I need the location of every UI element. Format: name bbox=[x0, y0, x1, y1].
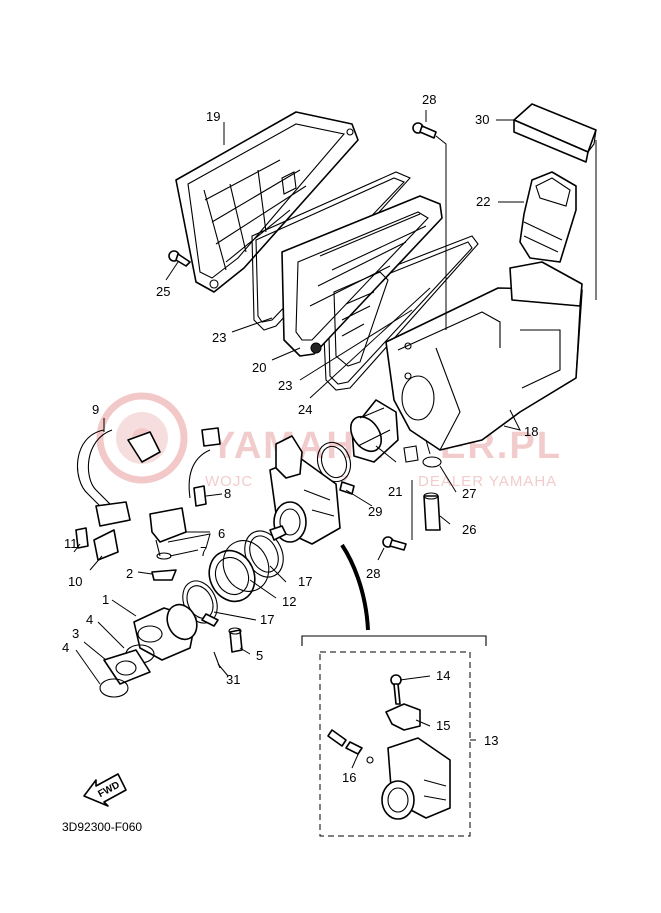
part-22-intake-duct bbox=[519, 171, 577, 263]
callout-13: 13 bbox=[484, 733, 498, 748]
part-14-screw bbox=[390, 674, 402, 705]
callout-30: 30 bbox=[475, 112, 489, 127]
part-15-sensor bbox=[385, 703, 421, 731]
part-23-gasket-rear bbox=[321, 235, 479, 391]
callout-14: 14 bbox=[436, 668, 450, 683]
callout-15: 15 bbox=[436, 718, 450, 733]
part-12-intake-joint bbox=[208, 540, 270, 603]
part-27-clip bbox=[422, 456, 442, 468]
callout-2: 2 bbox=[126, 566, 133, 581]
part-26-drain-plug bbox=[423, 492, 441, 531]
part-20-air-filter-element bbox=[281, 195, 443, 357]
callout-20: 20 bbox=[252, 360, 266, 375]
callout-24: 24 bbox=[298, 402, 312, 417]
callout-31: 31 bbox=[226, 672, 240, 687]
callout-11: 11 bbox=[64, 536, 78, 551]
part-30-cap bbox=[513, 103, 597, 163]
callout-29: 29 bbox=[368, 504, 382, 519]
part-7-clip bbox=[156, 552, 172, 560]
callout-12: 12 bbox=[282, 594, 296, 609]
callout-labels: 19 28 30 22 25 23 20 23 24 18 21 27 29 2… bbox=[62, 92, 538, 834]
part-17-clamp-upper bbox=[244, 525, 287, 578]
callout-23-rear: 23 bbox=[278, 378, 292, 393]
throttle-body-detail bbox=[381, 737, 451, 820]
leader-lines bbox=[73, 110, 597, 769]
watermark-line2-left: WOJC bbox=[205, 473, 253, 490]
fitting-110 bbox=[95, 501, 131, 527]
callout-4-upper: 4 bbox=[86, 612, 93, 627]
part-18-air-cleaner-case bbox=[385, 261, 583, 463]
part-28-bolt-lower bbox=[382, 536, 407, 551]
part-23-gasket-front bbox=[251, 171, 411, 331]
part-3-insulator bbox=[103, 649, 151, 685]
callout-18: 18 bbox=[524, 424, 538, 439]
callout-7: 7 bbox=[200, 544, 207, 559]
part-24-element-frame bbox=[333, 271, 389, 367]
part-6-pipe bbox=[149, 507, 187, 557]
callout-5: 5 bbox=[256, 648, 263, 663]
part-1-intake-manifold bbox=[133, 603, 198, 661]
callout-26: 26 bbox=[462, 522, 476, 537]
part-16-screw-set bbox=[327, 729, 374, 764]
callout-10: 10 bbox=[68, 574, 82, 589]
watermark-line2-mid: Z bbox=[340, 473, 350, 490]
part-19-air-cleaner-cover bbox=[175, 111, 359, 293]
callout-3: 3 bbox=[72, 626, 79, 641]
throttle-body-assembly bbox=[269, 435, 341, 545]
callout-16: 16 bbox=[342, 770, 356, 785]
part-4-o-ring-lower bbox=[99, 678, 129, 698]
callout-22: 22 bbox=[476, 194, 490, 209]
diagram-code: 3D92300-F060 bbox=[62, 820, 142, 834]
fwd-arrow-icon: FWD bbox=[83, 773, 127, 807]
callout-9: 9 bbox=[92, 402, 99, 417]
watermark-line2-right: DEALER YAMAHA bbox=[418, 473, 557, 490]
throttle-sensor-detail-box bbox=[301, 543, 487, 837]
part-21-joint-hose bbox=[349, 399, 399, 463]
part-9-hose bbox=[76, 427, 221, 511]
callout-23-front: 23 bbox=[212, 330, 226, 345]
callout-21: 21 bbox=[388, 484, 402, 499]
part-25-screw bbox=[168, 250, 191, 267]
part-8-bolt bbox=[193, 485, 207, 507]
callout-8: 8 bbox=[224, 486, 231, 501]
part-10-bracket bbox=[93, 529, 119, 561]
callout-28-lower: 28 bbox=[366, 566, 380, 581]
callout-6: 6 bbox=[218, 526, 225, 541]
callout-17-lower: 17 bbox=[260, 612, 274, 627]
part-28-bolt-upper bbox=[412, 122, 437, 139]
callout-25: 25 bbox=[156, 284, 170, 299]
callout-1: 1 bbox=[102, 592, 109, 607]
callout-19: 19 bbox=[206, 109, 220, 124]
callout-28-upper: 28 bbox=[422, 92, 436, 107]
callout-17-upper: 17 bbox=[298, 574, 312, 589]
callout-27: 27 bbox=[462, 486, 476, 501]
part-11-screw bbox=[75, 527, 89, 549]
part-5-bolt bbox=[228, 627, 243, 653]
callout-4-lower: 4 bbox=[62, 640, 69, 655]
part-2-plate bbox=[151, 569, 177, 581]
